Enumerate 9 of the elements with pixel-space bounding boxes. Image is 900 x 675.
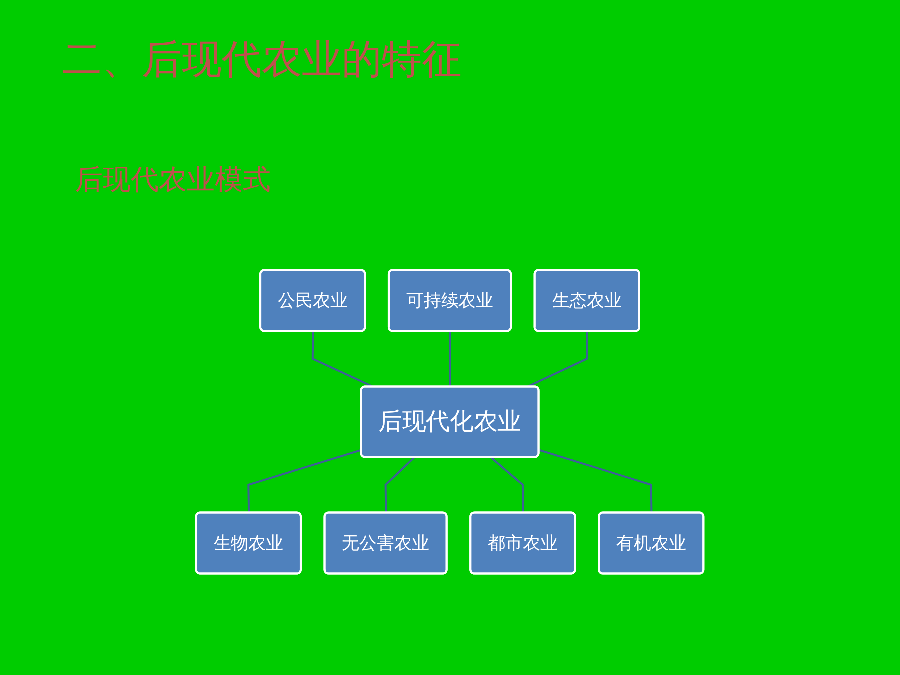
slide-title: 二、后现代农业的特征 xyxy=(62,37,462,84)
connector xyxy=(538,449,653,514)
connector xyxy=(449,332,452,388)
connector xyxy=(312,332,374,388)
connector xyxy=(248,449,362,514)
connector xyxy=(490,456,524,514)
connector xyxy=(384,456,416,514)
connector xyxy=(526,332,589,388)
subtitle: 后现代农业模式 xyxy=(75,163,271,197)
